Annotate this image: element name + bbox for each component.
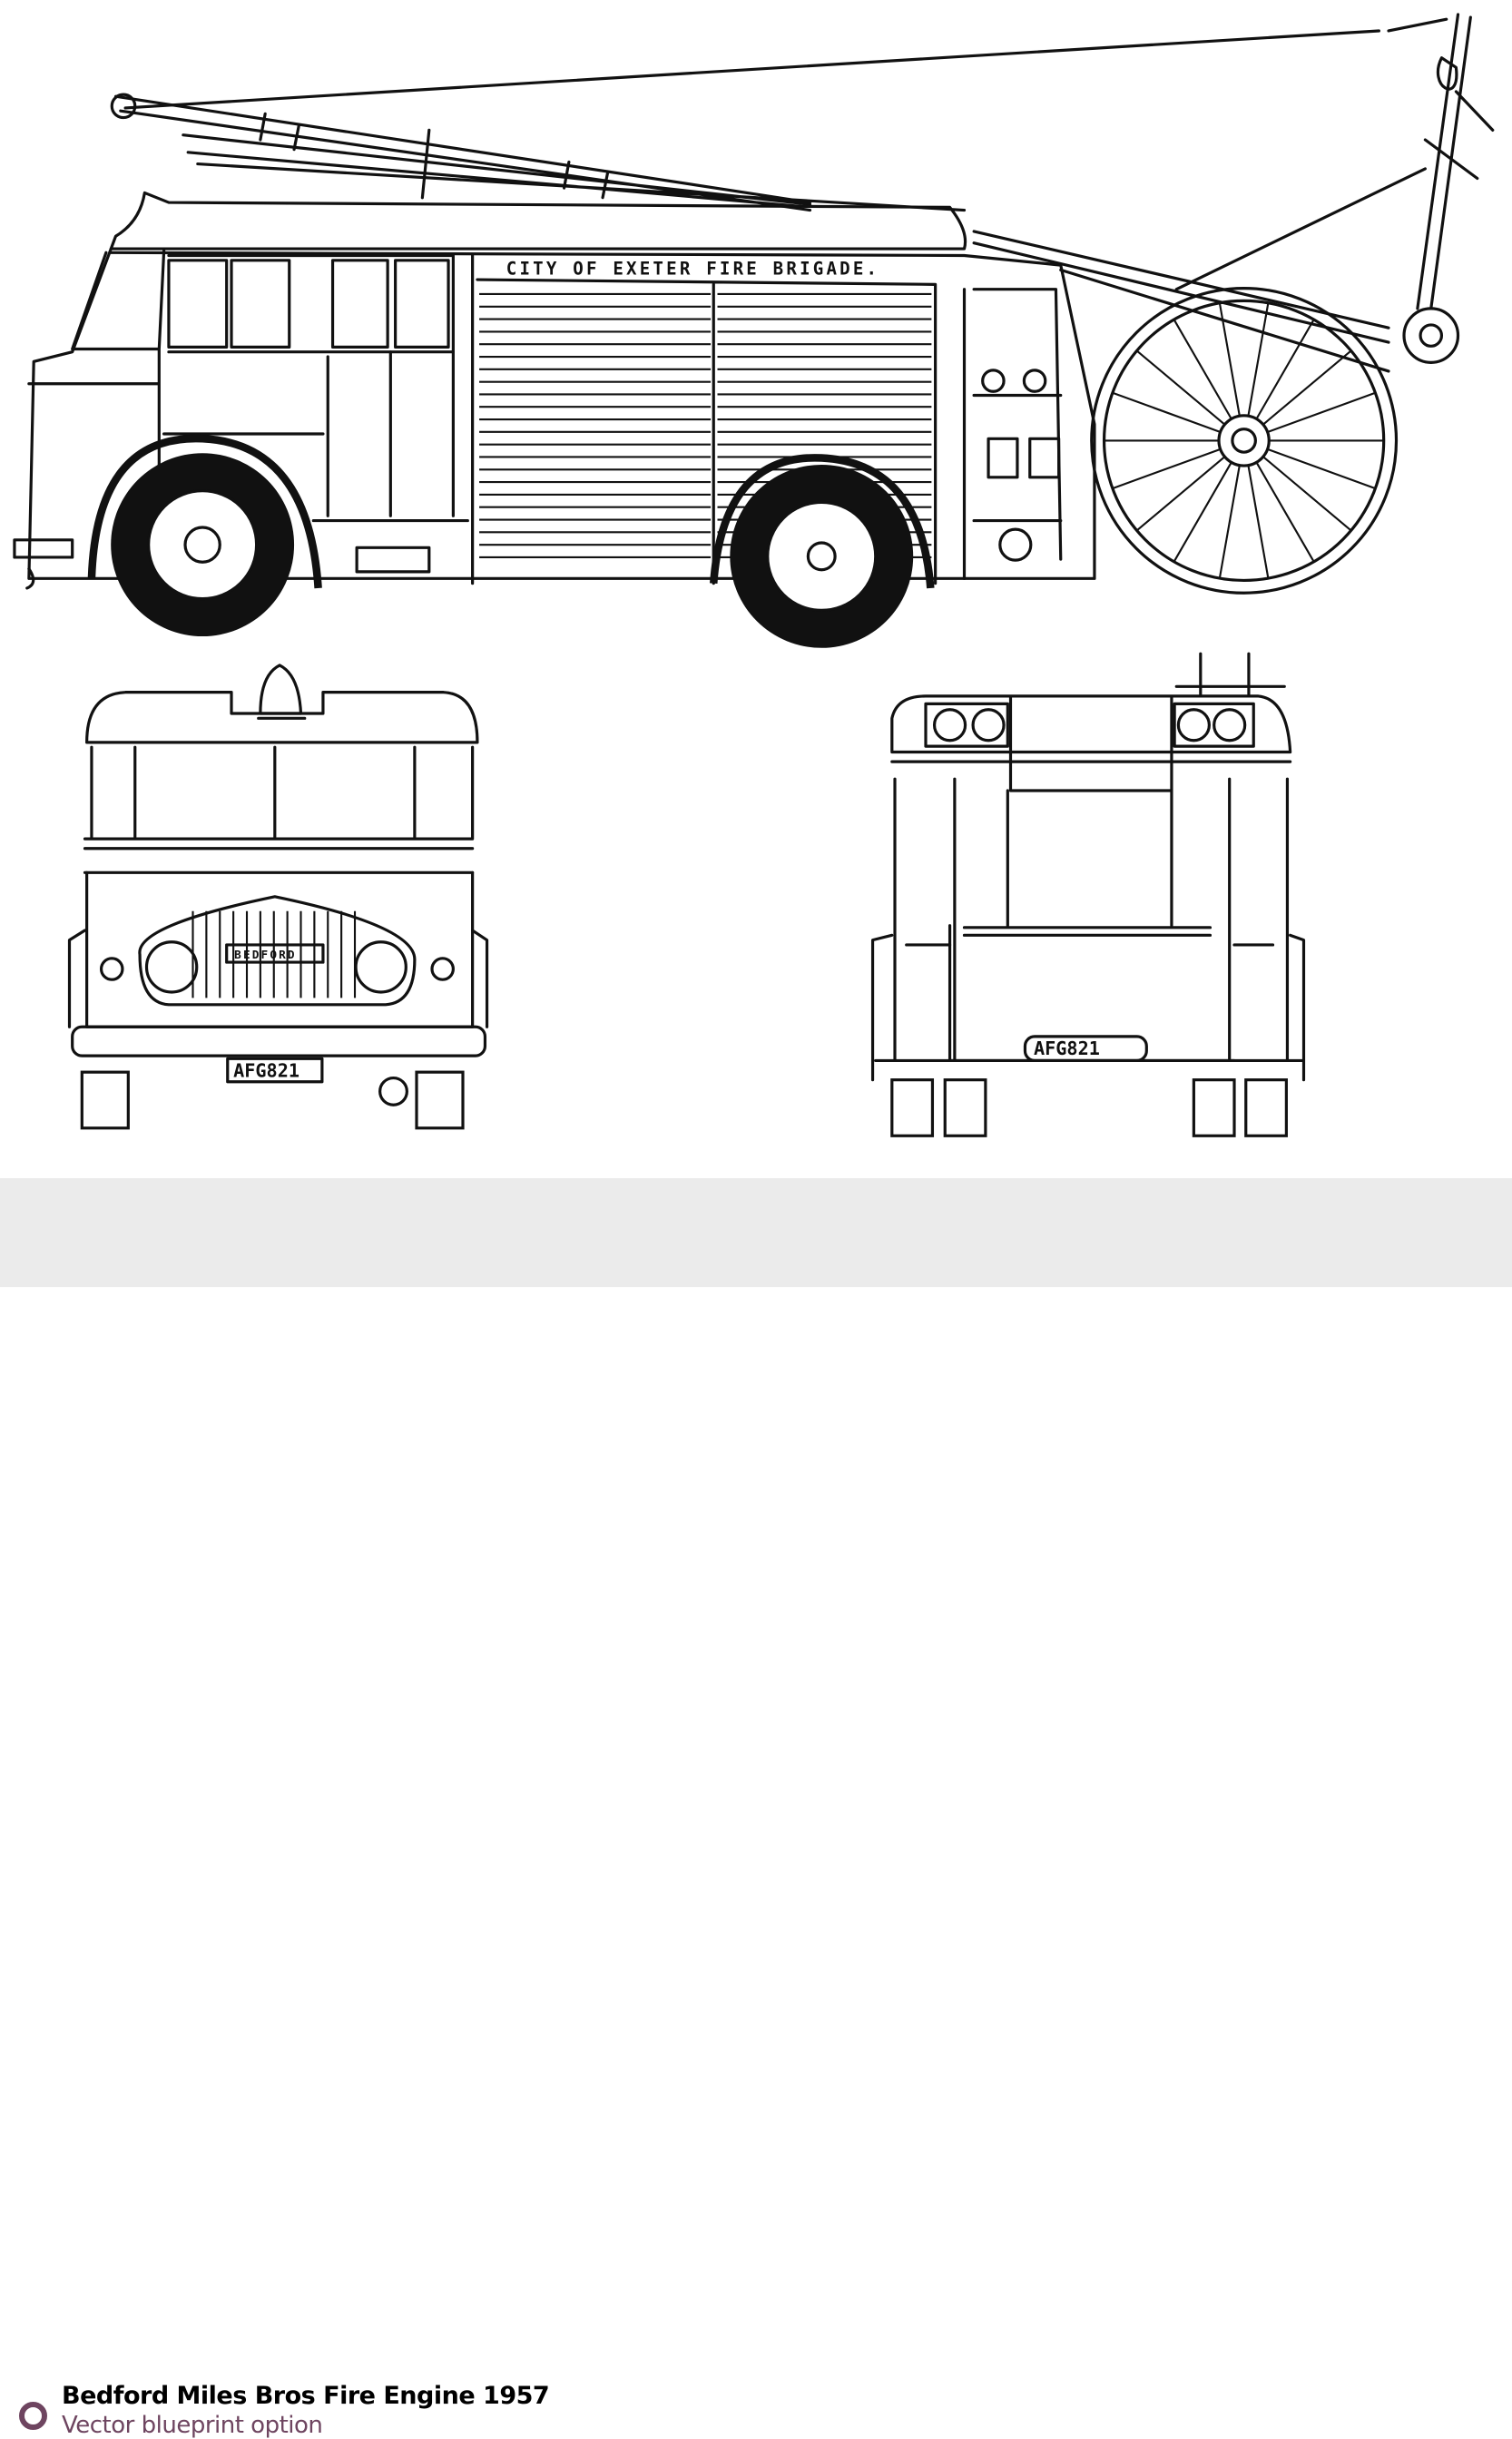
caption-bar: Bedford Miles Bros Fire Engine 1957 Vect…	[0, 1178, 1512, 2439]
fire-engine-blueprint: CITY OF EXETER FIRE BRIGADE. BEDFORD AFG…	[13, 13, 1495, 1137]
wheel-spoke	[1255, 461, 1315, 563]
wheel-spoke	[1135, 349, 1226, 426]
wheel-spoke	[1247, 302, 1270, 417]
wheel-spoke	[1267, 391, 1376, 433]
wheel-spoke	[1262, 349, 1352, 426]
side-lettering: CITY OF EXETER FIRE BRIGADE.	[506, 259, 879, 280]
wheel-spoke	[1173, 319, 1232, 420]
rear-plate: AFG821	[1034, 1038, 1100, 1059]
circle-ring-icon	[19, 2402, 47, 2430]
wheel-spoke	[1112, 391, 1222, 433]
wheel-spoke	[1218, 302, 1241, 417]
wheel-spoke	[1247, 465, 1270, 579]
front-view: BEDFORD AFG821	[67, 664, 489, 1130]
rear-view: AFG821	[870, 652, 1306, 1137]
front-plate: AFG821	[233, 1059, 299, 1081]
caption-title: Bedford Miles Bros Fire Engine 1957	[62, 2382, 550, 2410]
wheel-spoke	[1262, 456, 1352, 532]
caption-subtitle: Vector blueprint option	[62, 2412, 323, 2439]
wheel-spoke	[1112, 447, 1222, 490]
wheel-spoke	[1267, 447, 1376, 490]
side-view: CITY OF EXETER FIRE BRIGADE.	[13, 13, 1495, 648]
wheel-spoke	[1218, 465, 1241, 579]
wheel-spoke	[1255, 319, 1315, 420]
grille-badge: BEDFORD	[234, 949, 297, 962]
wheel-spoke	[1173, 461, 1232, 563]
wheel-spoke	[1135, 456, 1226, 532]
